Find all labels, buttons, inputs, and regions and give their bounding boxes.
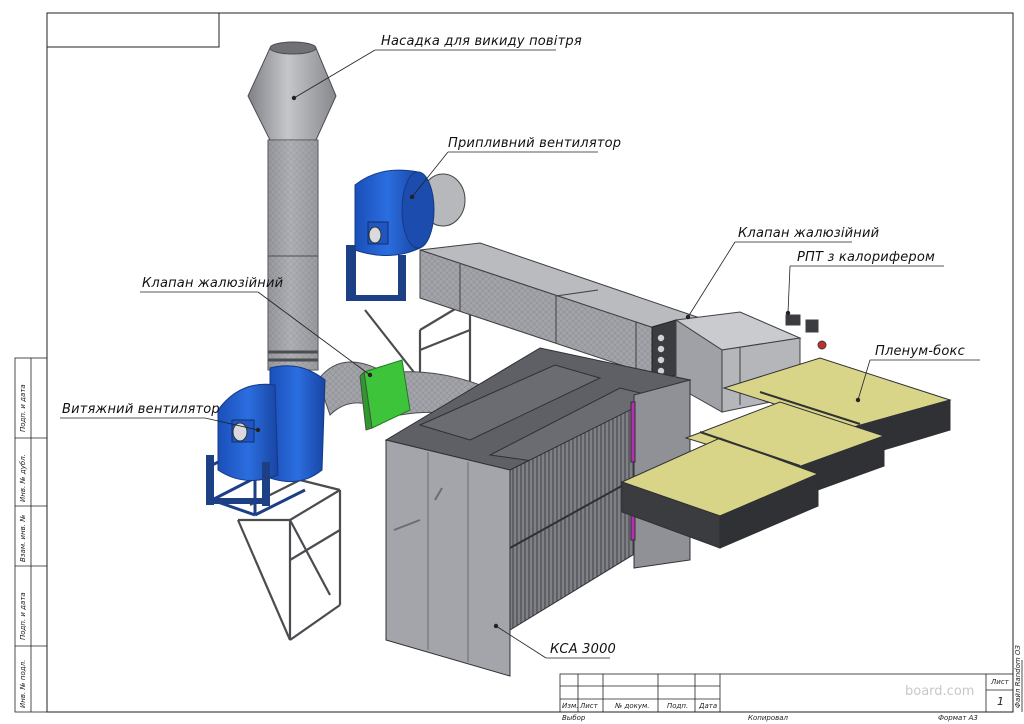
tb-col: Изм. — [562, 702, 579, 710]
exhaust-fan — [206, 365, 326, 506]
tb-bottom-left: Выбор — [562, 714, 586, 722]
tb-sheet-number: 1 — [997, 695, 1004, 708]
side-stamp-text: Подп. и дата — [19, 384, 27, 432]
ksa-3000 — [384, 347, 692, 677]
label-damper-right: Клапан жалюзійний — [738, 226, 880, 241]
tb-col: Лист — [580, 702, 598, 710]
exhaust-pipe — [247, 41, 337, 371]
label-plenum: Пленум-бокс — [875, 344, 965, 359]
plenum-boxes — [620, 357, 952, 549]
side-stamp-text: Инв. № дубл. — [19, 454, 27, 502]
exhaust-fan-stand — [236, 478, 342, 641]
tb-col: Подп. — [667, 702, 689, 710]
title-block — [559, 660, 1023, 713]
top-left-stamp — [46, 12, 220, 48]
tb-col: Дата — [699, 702, 718, 710]
side-stamp-text: Подп. и дата — [19, 592, 27, 640]
label-ksa: КСА 3000 — [550, 642, 617, 657]
supply-fan — [346, 169, 466, 301]
tb-sheet-label: Лист — [991, 678, 1009, 686]
label-rpt: РПТ з калорифером — [797, 250, 936, 265]
tb-col: № докум. — [615, 702, 650, 710]
label-exhaust-fan: Витяжний вентилятор — [62, 402, 220, 417]
tb-format: Формат А3 — [938, 714, 978, 722]
side-stamp-text: Инв. № подл. — [19, 659, 27, 708]
label-supply-fan: Припливний вентилятор — [448, 136, 622, 151]
label-underlines — [60, 49, 980, 659]
tb-copied: Копировал — [748, 714, 788, 722]
side-stamp — [14, 357, 48, 713]
label-damper-left: Клапан жалюзійний — [142, 276, 284, 291]
tb-corner-note: Файл Random ОЗ — [1014, 645, 1022, 708]
watermark: board.com — [905, 684, 975, 699]
side-stamp-text: Взам. инв. № — [19, 514, 27, 562]
leader-lines — [204, 49, 871, 659]
label-nozzle: Насадка для викиду повітря — [381, 34, 582, 49]
